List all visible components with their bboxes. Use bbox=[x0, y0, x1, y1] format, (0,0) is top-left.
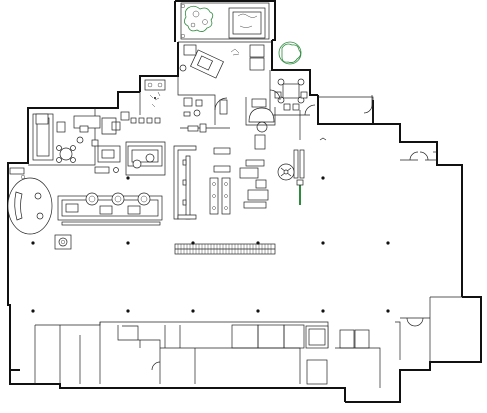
column bbox=[191, 241, 195, 245]
right-entrance bbox=[363, 95, 437, 327]
central-lounge bbox=[94, 141, 166, 176]
right-features bbox=[296, 110, 327, 205]
meeting-room-top-right bbox=[269, 70, 316, 116]
outer-walls bbox=[7, 0, 482, 403]
lounge-sofa-tables bbox=[57, 192, 163, 226]
column bbox=[31, 309, 35, 313]
reception-desk bbox=[245, 97, 276, 133]
oval-lounge bbox=[7, 167, 53, 235]
column bbox=[126, 241, 130, 245]
column bbox=[321, 176, 325, 180]
column bbox=[386, 241, 390, 245]
bottom-rooms bbox=[34, 321, 401, 388]
column bbox=[321, 241, 325, 245]
column bbox=[191, 309, 195, 313]
column bbox=[126, 309, 130, 313]
column bbox=[321, 309, 325, 313]
structural-columns bbox=[31, 176, 390, 313]
column bbox=[256, 309, 260, 313]
left-lounge bbox=[28, 108, 121, 166]
column bbox=[256, 241, 260, 245]
column bbox=[126, 176, 130, 180]
upper-left-lounge bbox=[120, 76, 228, 125]
central-counter bbox=[173, 145, 197, 220]
planter-strip bbox=[174, 243, 276, 255]
column bbox=[31, 241, 35, 245]
top-planter-room bbox=[180, 2, 270, 40]
column bbox=[386, 309, 390, 313]
workstation-clusters bbox=[180, 123, 305, 215]
upper-lounge bbox=[178, 41, 302, 79]
small-table-block bbox=[54, 234, 72, 250]
